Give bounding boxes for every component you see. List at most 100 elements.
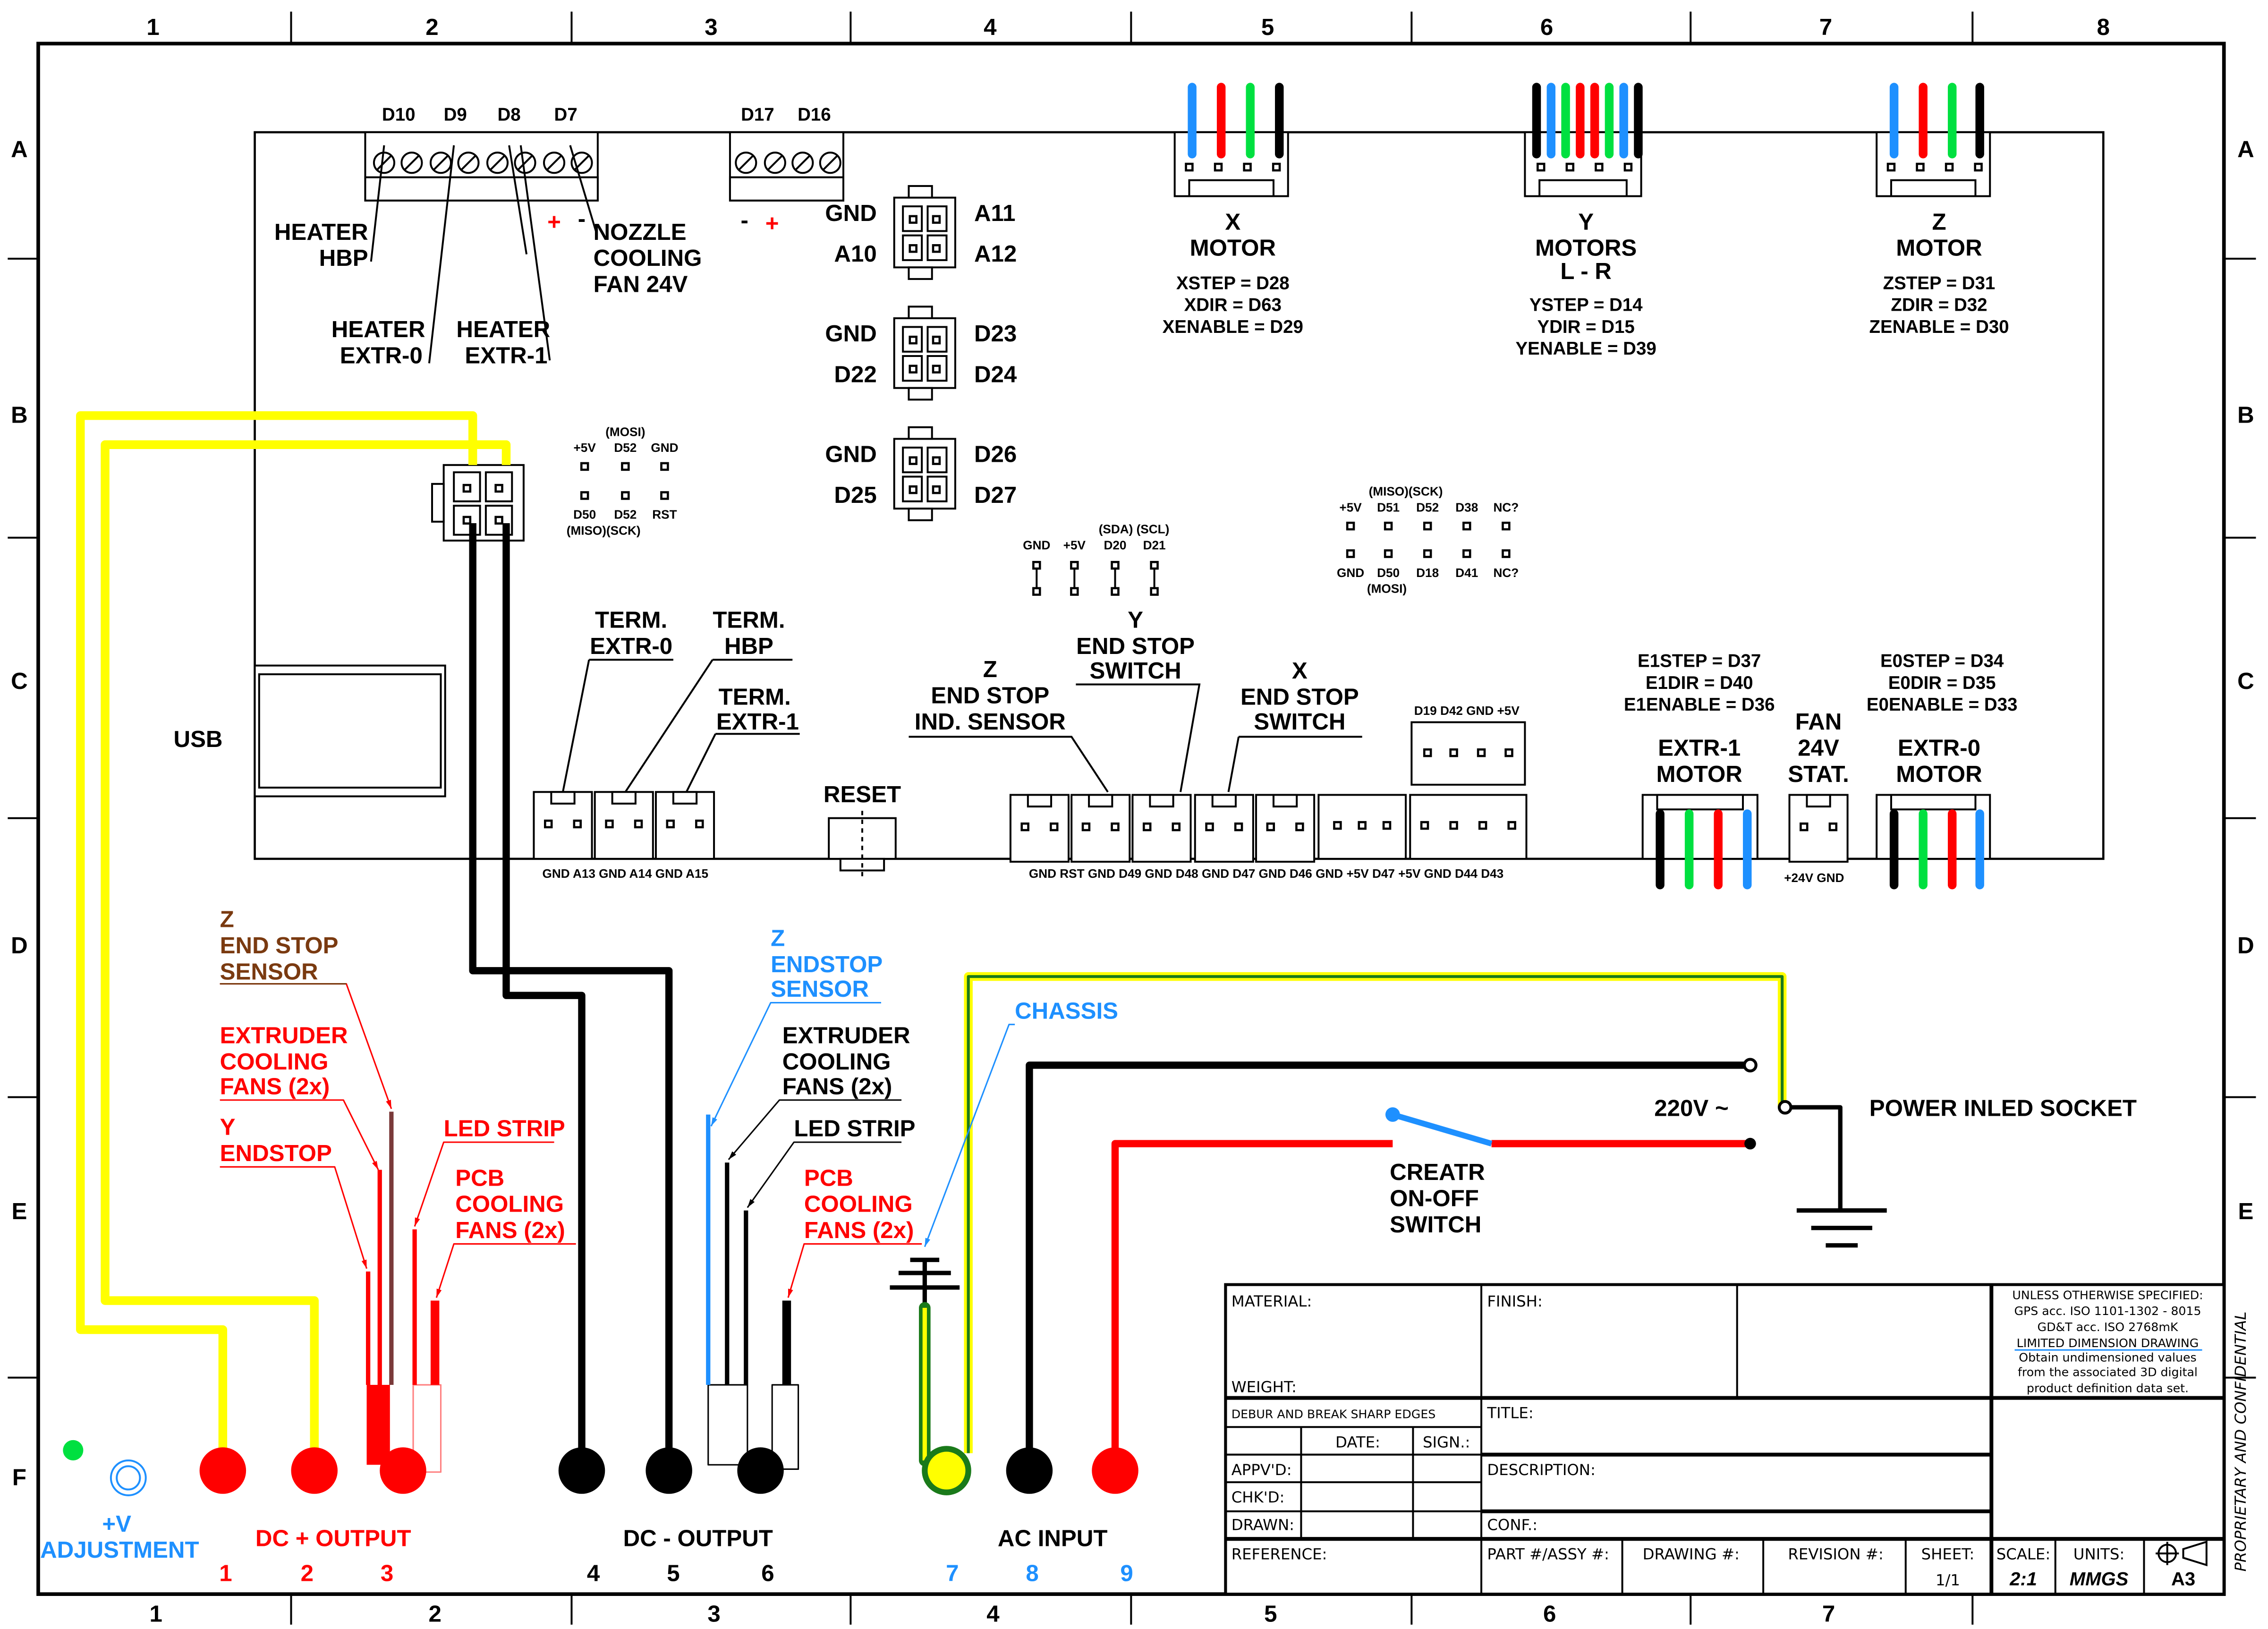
molex-connector-2: GND D23 D22 D24: [825, 306, 1017, 399]
motor-title: X: [1225, 209, 1240, 235]
reset-button[interactable]: RESET: [824, 781, 901, 879]
endstop-connectors: D19 D42 GND +5V Z END STOP IND. SENSOR Y…: [909, 607, 1528, 881]
row-label: E: [12, 1198, 27, 1224]
col-label: 2: [425, 14, 438, 40]
label-z-endstop-sensor: ENDSTOP: [771, 951, 883, 977]
pin-label: D9: [444, 104, 467, 125]
terminal-1: [199, 1447, 246, 1494]
pin-label: A12: [974, 241, 1017, 267]
label-extruder-fans: FANS (2x): [782, 1073, 892, 1099]
label-extruder-fans: EXTRUDER: [782, 1023, 910, 1049]
controller-board: D10 D9 D8 D7 + - HEATER HBP NOZZLE COOLI…: [174, 83, 2105, 890]
wire-labels: Z END STOP SENSOR EXTRUDER COOLING FANS …: [220, 907, 2137, 1244]
scale-value: 2:1: [2009, 1569, 2037, 1590]
pin-label: D52: [1416, 500, 1439, 514]
label-heater-hbp: HBP: [319, 245, 368, 271]
pin-label: +5V: [1063, 538, 1086, 552]
label-term-extr1: EXTR-1: [716, 709, 799, 735]
pin-labels-row: +24V GND: [1784, 871, 1844, 885]
motor-pin: E1ENABLE = D36: [1624, 695, 1775, 715]
motor-pin: YSTEP = D14: [1529, 295, 1643, 315]
molex-connector-3: GND D26 D25 D27: [825, 427, 1017, 520]
label-x-endstop: X: [1292, 658, 1308, 684]
motor-title: L - R: [1560, 258, 1612, 284]
label-pcb-fans: PCB: [455, 1165, 504, 1191]
motor-pin: YENABLE = D39: [1516, 339, 1656, 359]
pin-label: D26: [974, 441, 1017, 467]
row-label: A: [11, 136, 28, 162]
label-heater-extr1: EXTR-1: [465, 342, 547, 368]
note-line: LIMITED DIMENSION DRAWING: [2017, 1336, 2199, 1350]
terminal-number: 1: [219, 1560, 232, 1586]
molex-connector-1: GND A11 A10 A12: [825, 186, 1017, 279]
pin-label: D25: [834, 482, 876, 508]
label-y-endstop: END STOP: [1076, 633, 1195, 659]
note-line: product definition data set.: [2027, 1381, 2189, 1395]
motor-title: Y: [1578, 209, 1594, 235]
psu-terminals: +V ADJUSTMENT DC + OUTPUT DC - OUTPUT AC…: [40, 1440, 1138, 1586]
col-label: 8: [2097, 14, 2110, 40]
col-label: 4: [986, 1601, 1000, 1627]
terminal-8: [1006, 1447, 1053, 1494]
note-line: Obtain undimensioned values: [2019, 1351, 2196, 1365]
label-z-endstop: END STOP: [931, 683, 1049, 709]
row-label: D: [11, 933, 28, 959]
terminal-5: [646, 1447, 692, 1494]
field-sheet: SHEET:: [1921, 1545, 1975, 1563]
row-label: C: [2237, 668, 2254, 694]
field-units: UNITS:: [2073, 1545, 2124, 1563]
col-label: 7: [1822, 1601, 1835, 1627]
pin-label: D50: [573, 508, 596, 522]
label-y-endstop: Y: [220, 1114, 236, 1140]
motor-pin: XDIR = D63: [1184, 295, 1282, 315]
confidential-notice: PROPRIETARY AND CONFIDENTIAL: [2232, 1312, 2250, 1572]
motor-pin: ZDIR = D32: [1891, 295, 1987, 315]
pin-label: D51: [1377, 500, 1400, 514]
general-notes: UNLESS OTHERWISE SPECIFIED: GPS acc. ISO…: [2012, 1288, 2203, 1395]
field-reference: REFERENCE:: [1232, 1545, 1327, 1563]
x-motor-connector: X MOTOR XSTEP = D28 XDIR = D63 XENABLE =…: [1163, 83, 1303, 337]
pin-label: GND: [1337, 566, 1364, 580]
motor-pin: E0DIR = D35: [1888, 673, 1996, 693]
polarity-plus: +: [765, 210, 779, 236]
label-term-extr1: TERM.: [719, 684, 791, 710]
field-revision: REVISION #:: [1788, 1545, 1883, 1563]
row-label: C: [11, 668, 28, 694]
extruder-0-motor-connector: E0STEP = D34 E0DIR = D35 E0ENABLE = D33 …: [1867, 651, 2017, 890]
pin-label: D52: [614, 508, 637, 522]
col-label: 5: [1261, 14, 1274, 40]
label-term-hbp: HBP: [724, 633, 773, 659]
label-dc-plus: DC + OUTPUT: [255, 1526, 411, 1552]
terminal-number: 5: [667, 1560, 680, 1586]
row-label: E: [2238, 1198, 2253, 1224]
pin-label: D21: [1143, 538, 1166, 552]
pin-label: GND: [825, 321, 876, 347]
field-scale: SCALE:: [1996, 1545, 2050, 1563]
label-z-endstop-sensor: SENSOR: [220, 959, 318, 984]
column-labels-top: 1 2 3 4 5 6 7 8: [146, 14, 2110, 40]
pin-labels-row: GND A13 GND A14 GND A15: [543, 866, 709, 881]
icsp-header-left: (MOSI) +5V D52 GND D50 D52 RST (MISO)(SC…: [567, 424, 679, 537]
units-value: MMGS: [2070, 1569, 2129, 1590]
row-label: B: [2237, 402, 2254, 428]
label-pcb-fans: COOLING: [455, 1191, 564, 1217]
pin-label: A11: [974, 200, 1016, 226]
aux-header-label: D19 D42 GND +5V: [1414, 704, 1520, 718]
terminal-4: [558, 1447, 605, 1494]
icsp-header-right: (MISO)(SCK) +5V D51 D52 D38 NC? GND D50 …: [1337, 484, 1519, 595]
motor-pin: E1STEP = D37: [1638, 651, 1761, 671]
switch-lever: [1392, 1111, 1493, 1146]
terminal-number: 6: [761, 1560, 774, 1586]
motor-title: MOTORS: [1535, 235, 1637, 261]
pin-label: D22: [834, 361, 876, 387]
col-label: 6: [1540, 14, 1553, 40]
motor-pin: XSTEP = D28: [1176, 273, 1290, 293]
label-switch: CREATR: [1390, 1159, 1485, 1185]
label-z-endstop-sensor: END STOP: [220, 933, 339, 959]
pin-label: NC?: [1494, 500, 1519, 514]
voltage-adjust-potentiometer[interactable]: [110, 1459, 147, 1496]
field-debur: DEBUR AND BREAK SHARP EDGES: [1232, 1408, 1436, 1421]
field-checked: CHK'D:: [1232, 1488, 1285, 1506]
field-description: DESCRIPTION:: [1487, 1461, 1596, 1479]
label-led-strip: LED STRIP: [794, 1116, 915, 1142]
